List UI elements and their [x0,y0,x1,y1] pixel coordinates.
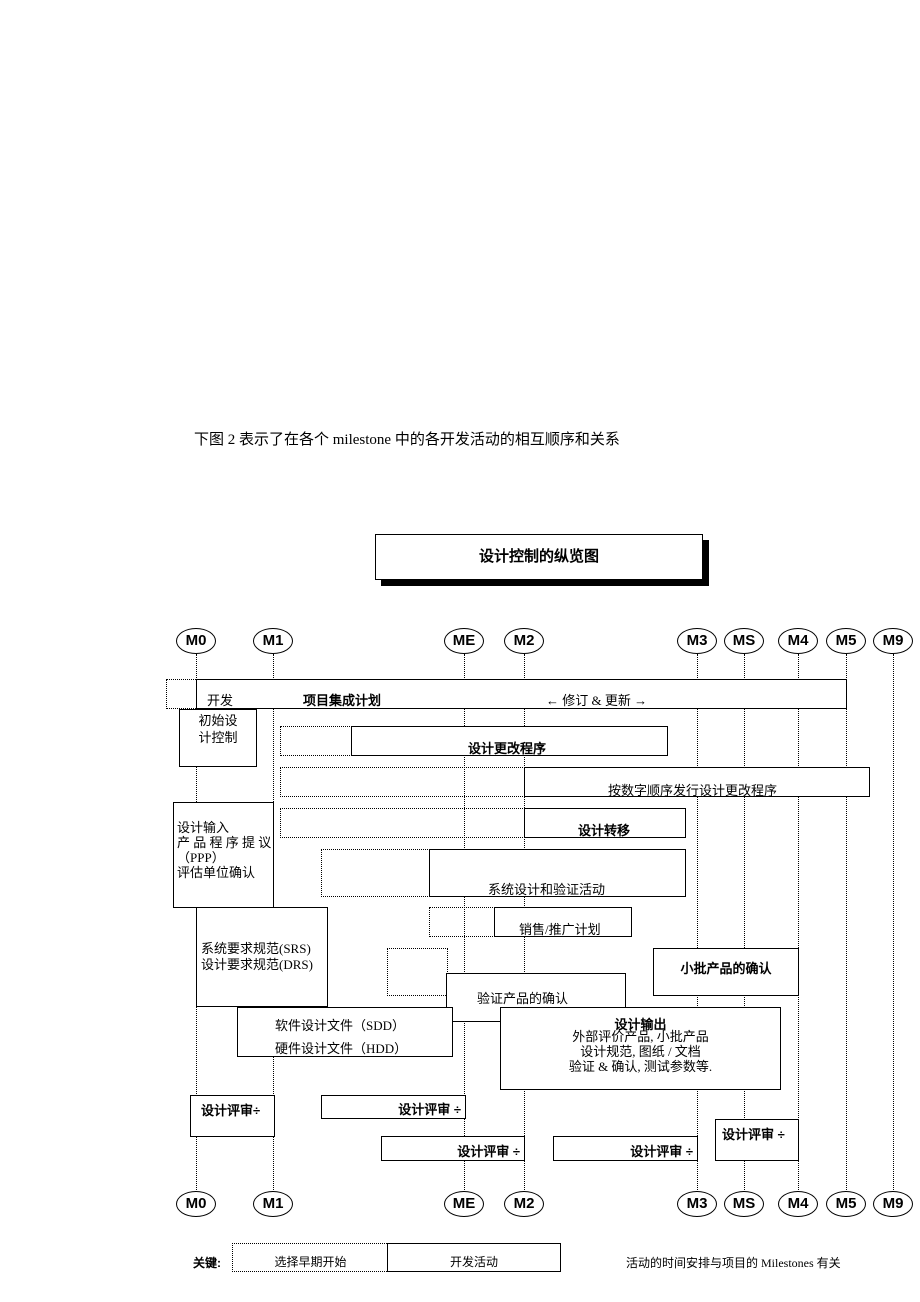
dev-label: 开发 [207,693,234,708]
design-review-me-a: 设计评审 ÷ [321,1095,466,1119]
design-input-box: 设计输入 产 品 程 序 提 议 （PPP） 评估单位确认 [173,802,274,908]
design-transfer-bar [524,808,686,838]
milestone-top-me: ME [444,628,484,654]
change-procedure-bar [351,726,668,756]
early-start-change [280,726,354,756]
milestone-bottom-ms: MS [724,1191,764,1217]
milestone-bottom-m3: M3 [677,1191,717,1217]
hdd-label: 硬件设计文件（HDD） [275,1041,408,1056]
milestone-top-m1: M1 [253,628,293,654]
design-review-me-b: 设计评审 ÷ [381,1136,525,1161]
legend-early-start: 选择早期开始 [232,1243,389,1272]
diagram-title: 设计控制的纵览图 [375,534,703,580]
legend-note: 活动的时间安排与项目的 Milestones 有关 [626,1256,841,1270]
timeline-me [464,654,465,1190]
design-output-title: 设计输出 [614,1017,667,1032]
design-review-ms: 设计评审 ÷ [715,1119,799,1161]
design-transfer-label: 设计转移 [578,823,631,838]
legend-key-label: 关键: [193,1256,221,1270]
timeline-m4 [798,654,799,1190]
sdd-label: 软件设计文件（SDD） [275,1018,406,1033]
early-start-dev [166,679,198,709]
digital-order-bar [524,767,870,797]
system-design-bar [429,849,686,897]
early-start-digital [280,767,527,797]
integration-plan-label: 项目集成计划 [303,693,382,708]
design-output-body: 外部评价产品, 小批产品 设计规范, 图纸 / 文档 验证 & 确认, 测试参数… [568,1029,713,1074]
milestone-top-m2: M2 [504,628,544,654]
system-design-label: 系统设计和验证活动 [488,882,606,897]
milestone-top-ms: MS [724,628,764,654]
legend-dev-activity: 开发活动 [387,1243,561,1272]
small-batch-box: 小批产品的确认 [653,948,799,996]
milestone-bottom-m5: M5 [826,1191,866,1217]
sales-plan-bar [494,907,632,937]
early-start-sales [429,907,497,937]
verify-product-label: 验证产品的确认 [477,991,569,1006]
design-output-box [500,1007,781,1090]
design-review-m3: 设计评审 ÷ [553,1136,698,1161]
integration-plan-bar [196,679,847,709]
initial-design-control-box: 初始设 计控制 [179,709,257,767]
milestone-top-m5: M5 [826,628,866,654]
milestone-top-m9: M9 [873,628,913,654]
digital-order-label: 按数字顺序发行设计更改程序 [608,783,778,798]
timeline-m3 [697,654,698,1190]
early-start-transfer [280,808,527,838]
milestone-top-m3: M3 [677,628,717,654]
milestone-bottom-m4: M4 [778,1191,818,1217]
milestone-top-m0: M0 [176,628,216,654]
milestone-bottom-m2: M2 [504,1191,544,1217]
change-procedure-label: 设计更改程序 [468,741,547,756]
sales-plan-label: 销售/推广计划 [519,922,601,937]
milestone-bottom-m0: M0 [176,1191,216,1217]
milestone-bottom-m1: M1 [253,1191,293,1217]
intro-text: 下图 2 表示了在各个 milestone 中的各开发活动的相互顺序和关系 [194,432,620,448]
sdd-hdd-box [237,1007,453,1057]
milestone-bottom-m9: M9 [873,1191,913,1217]
milestone-bottom-me: ME [444,1191,484,1217]
milestone-top-m4: M4 [778,628,818,654]
early-start-system [321,849,432,897]
timeline-m5 [846,654,847,1190]
srs-drs-box: 系统要求规范(SRS) 设计要求规范(DRS) [196,907,328,1007]
design-review-m0: 设计评审÷ [190,1095,275,1137]
timeline-m9 [893,654,894,1190]
early-start-verify [387,948,448,996]
revise-update-label: ← 修订 & 更新 → [546,693,648,708]
timeline-ms [744,654,745,1190]
